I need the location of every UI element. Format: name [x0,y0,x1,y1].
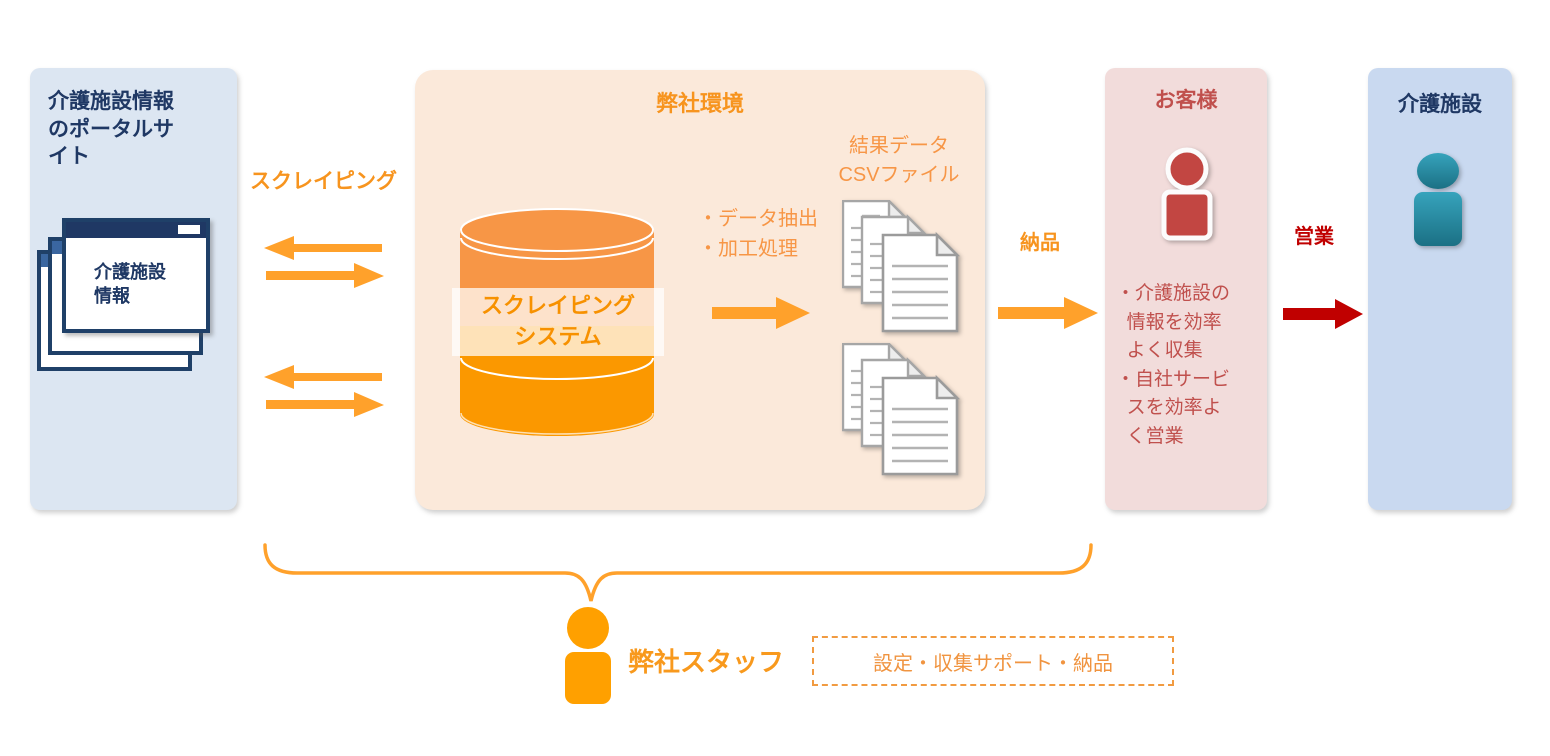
customer-panel: お客様 [1105,68,1267,510]
staff-label: 弊社スタッフ [628,647,785,677]
scraping-label: スクレイピング [250,170,397,193]
portal-panel-title: 介護施設情報 のポータルサ イト [48,90,174,169]
flow-arrow-icon [712,297,810,329]
result-data-label: 結果データ CSVファイル [838,135,960,186]
browser-window-titlebar [66,222,206,238]
double-arrow-icon [264,365,384,417]
database-label-band: スクレイピング システム [452,288,664,356]
staff-support-box: 設定・収集サポート・納品 [812,636,1174,686]
window-button-icon [178,225,200,234]
double-arrow-icon [264,236,384,288]
process-bullets: ・データ抽出 ・加工処理 [698,208,818,260]
delivery-label: 納品 [1020,232,1060,254]
facility-panel-title: 介護施設 [1398,93,1482,116]
facility-person-icon [1414,153,1462,246]
sales-arrow-icon [1283,299,1363,329]
browser-window-label: 介護施設 情報 [94,262,166,307]
portal-panel: 介護施設情報 のポータルサ イト 介護施設 情報 [30,68,237,510]
environment-panel-title: 弊社環境 [655,91,744,116]
document-stack-icon [842,200,960,333]
customer-bullets: ・介護施設の 情報を効率 よく収集 ・自社サービ スを効率よ く営業 [1116,283,1231,447]
document-stack-icon [842,343,960,476]
facility-panel: 介護施設 [1368,68,1512,510]
brace-icon [263,543,1093,602]
browser-window-front-icon: 介護施設 情報 [62,218,210,333]
customer-person-icon [1161,147,1213,241]
sales-label: 営業 [1294,226,1334,248]
delivery-arrow-icon [998,297,1098,329]
staff-person-icon [565,607,611,704]
customer-panel-title: お客様 [1154,89,1218,112]
